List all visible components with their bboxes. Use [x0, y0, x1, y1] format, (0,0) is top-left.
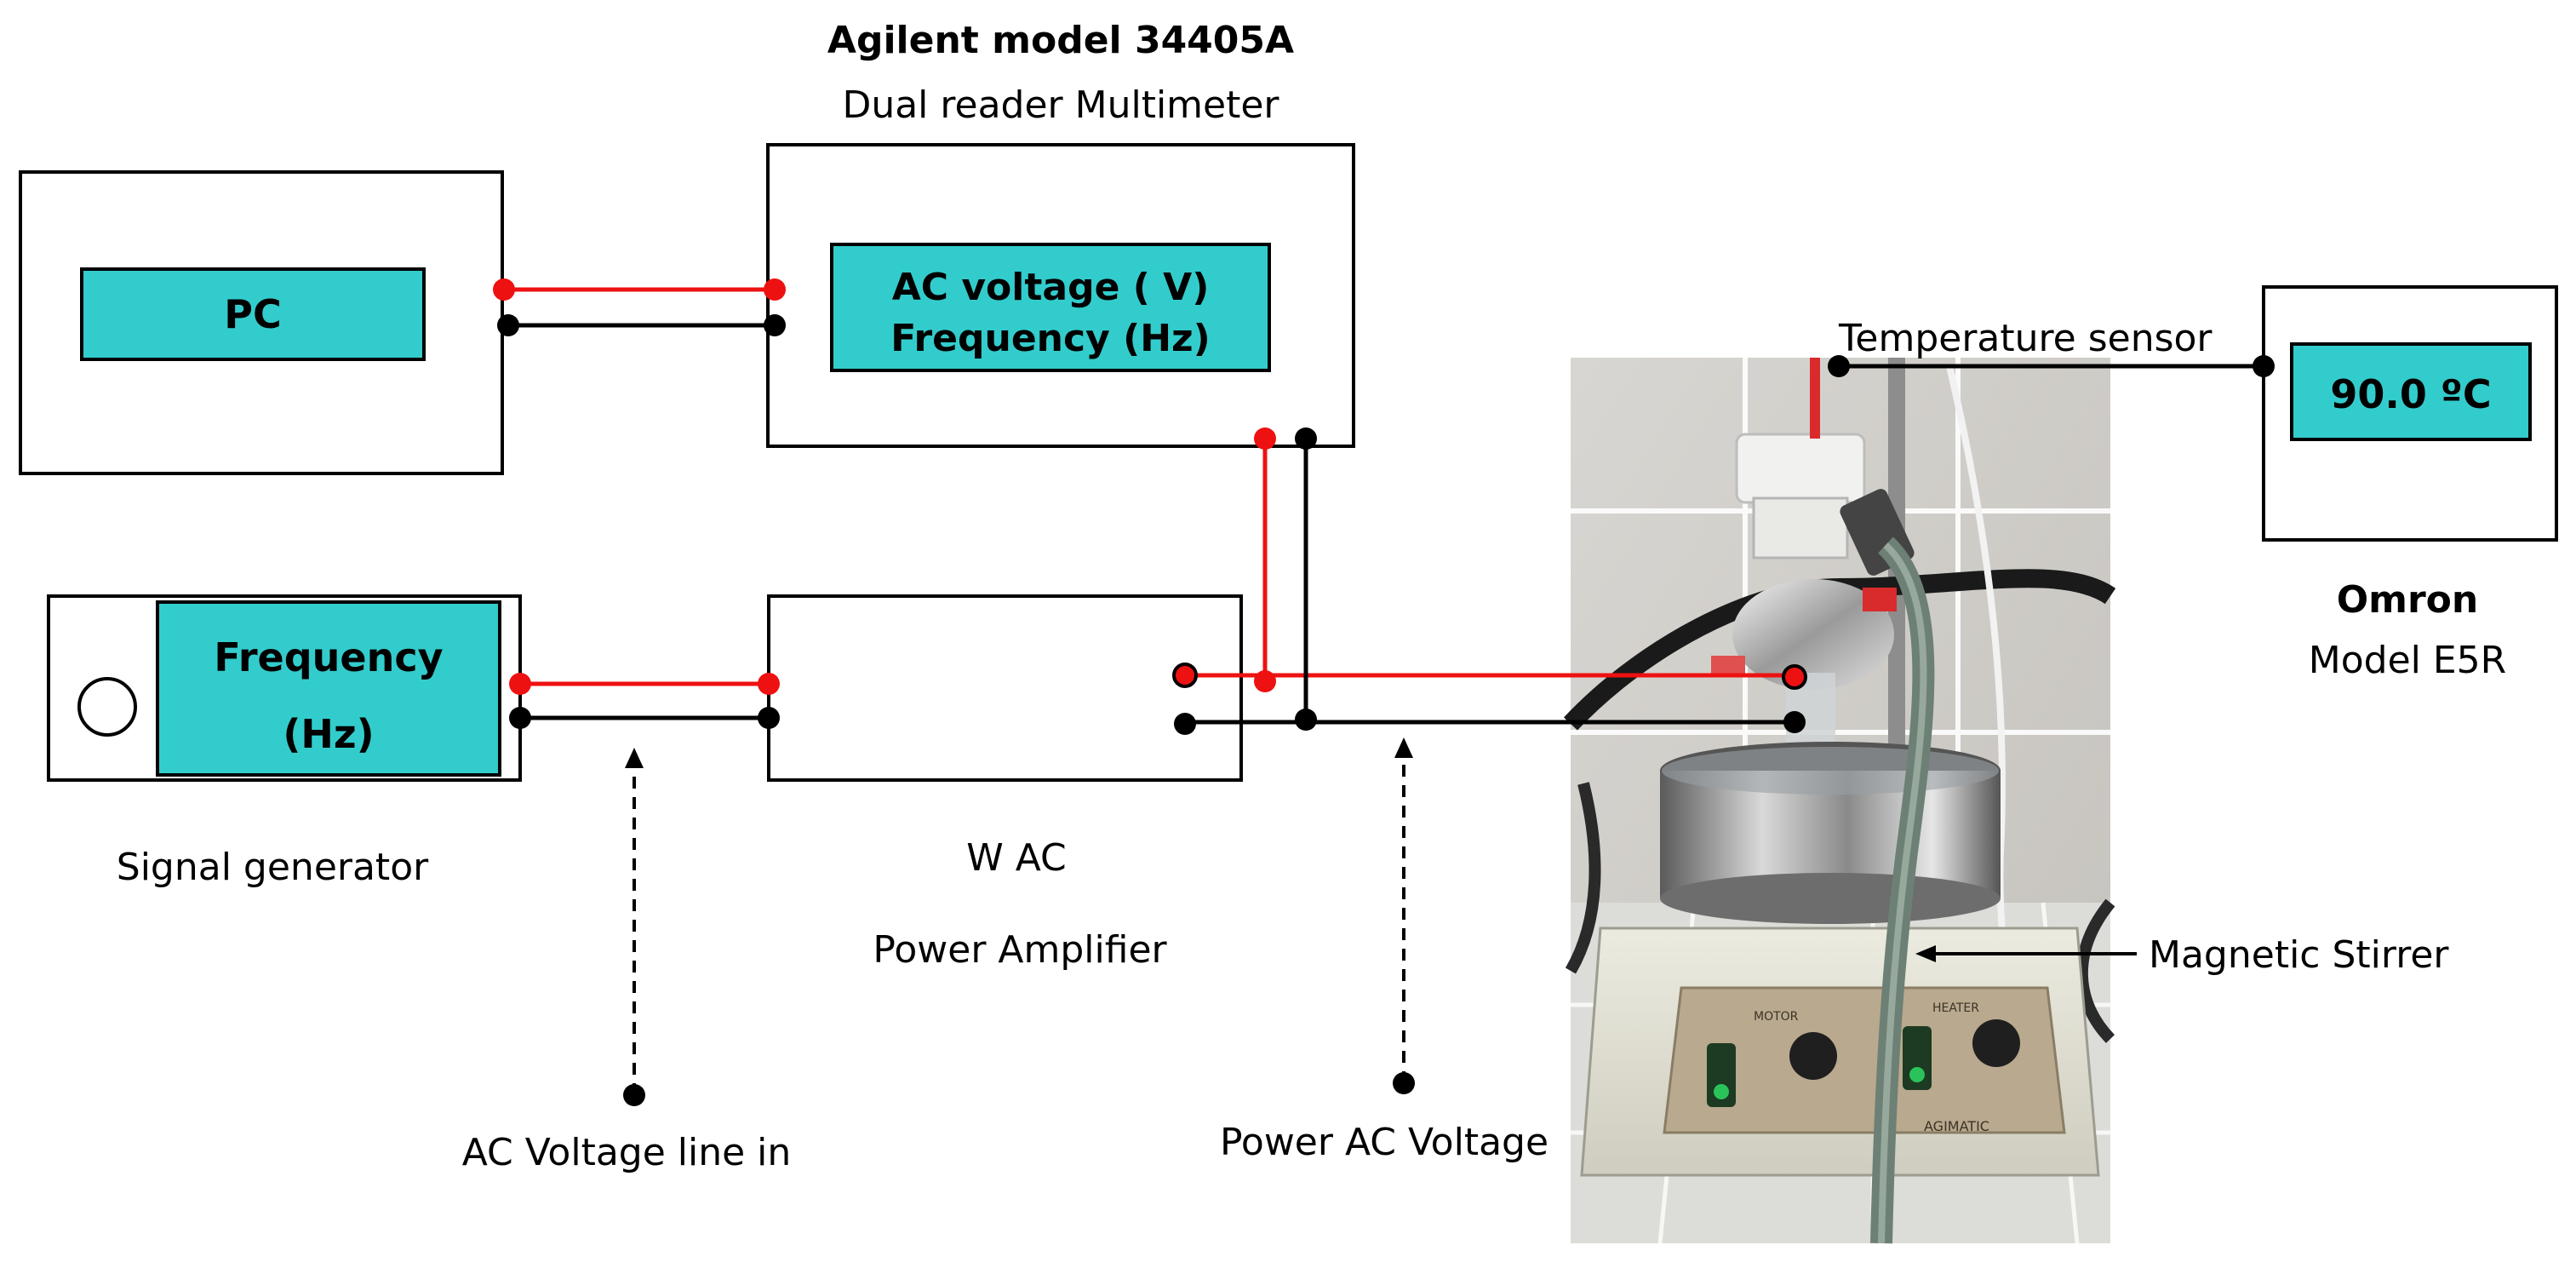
generator-ground-terminal: [509, 707, 531, 729]
multimeter-subtitle: Dual reader Multimeter: [842, 83, 1279, 127]
power-amplifier-box: [767, 594, 1243, 782]
temperature-controller: 90.0 ºC Omron Model E5R: [2262, 285, 2558, 682]
temperature-sensor-point: [1828, 355, 1850, 377]
stirrer-panel-heater-text: HEATER: [1932, 1001, 1979, 1015]
signal-generator: Frequency (Hz) Signal generator: [47, 594, 522, 889]
temperature-sensor-label: Temperature sensor: [1838, 317, 2212, 360]
magnetic-stirrer-label: Magnetic Stirrer: [2149, 933, 2449, 977]
power-ac-voltage-label: Power AC Voltage: [1220, 1121, 1548, 1164]
controller-display: [2290, 342, 2532, 441]
controller-sensor-terminal: [2253, 355, 2275, 377]
pc-ground-terminal: [497, 314, 519, 336]
setup-photo: MOTOR HEATER AGIMATIC: [1564, 358, 2116, 1244]
ac-line-in-dot: [623, 1084, 645, 1106]
power-amplifier-caption-line1: W AC: [966, 836, 1067, 880]
signal-generator-knob-icon: [77, 677, 137, 737]
multimeter-display-voltage: AC voltage ( V): [892, 266, 1210, 309]
multimeter-input-ground-terminal: [764, 314, 786, 336]
connection-points: [493, 278, 2275, 735]
multimeter-display: [830, 243, 1271, 372]
amplifier-input-signal-terminal: [758, 673, 780, 695]
cell-ground-electrode: [1783, 711, 1806, 733]
power-ac-dot: [1393, 1072, 1415, 1094]
multimeter-title: Agilent model 34405A: [827, 19, 1294, 62]
cell-signal-electrode: [1782, 664, 1807, 690]
controller-subtitle: Model E5R: [2309, 639, 2506, 682]
pc-label: PC: [224, 291, 281, 337]
stirrer-panel-motor-text: MOTOR: [1754, 1010, 1799, 1024]
wiring: [501, 287, 2266, 725]
multimeter-display-frequency: Frequency (Hz): [890, 317, 1211, 360]
generator-signal-terminal: [509, 673, 531, 695]
signal-generator-display: [156, 600, 501, 777]
multimeter: Agilent model 34405A Dual reader Multime…: [766, 19, 1355, 448]
multimeter-input-signal-terminal: [764, 278, 786, 301]
magnetic-stirrer-arrowhead-icon: [1915, 945, 1936, 962]
stirrer-brand-text: AGIMATIC: [1924, 1118, 1989, 1134]
power-ac-arrowhead-icon: [1394, 737, 1413, 758]
amplifier-output-signal-terminal: [1172, 663, 1198, 688]
amplifier-input-ground-terminal: [758, 707, 780, 729]
multimeter-out-ground-terminal: [1295, 427, 1317, 450]
multimeter-out-signal-terminal: [1254, 427, 1276, 450]
pc-display: [80, 267, 426, 361]
signal-generator-display-line1: Frequency: [214, 634, 443, 680]
pc-signal-terminal: [493, 278, 515, 301]
controller-title: Omron: [2337, 578, 2479, 622]
signal-junction: [1254, 670, 1276, 692]
power-amplifier: W AC Power Amplifier: [767, 594, 1243, 972]
ground-junction: [1295, 709, 1317, 731]
ac-voltage-line-in-label: AC Voltage line in: [462, 1131, 792, 1174]
power-amplifier-caption-line2: Power Amplifier: [873, 928, 1167, 972]
signal-generator-caption: Signal generator: [117, 846, 429, 889]
signal-generator-display-line2: (Hz): [283, 711, 374, 757]
controller-temperature-readout: 90.0 ºC: [2330, 371, 2491, 417]
pc: PC: [19, 170, 504, 475]
amplifier-output-ground-terminal: [1174, 713, 1196, 735]
ac-line-in-arrowhead-icon: [625, 748, 644, 768]
annotations: Temperature sensor Magnetic Stirrer AC V…: [462, 317, 2450, 1174]
